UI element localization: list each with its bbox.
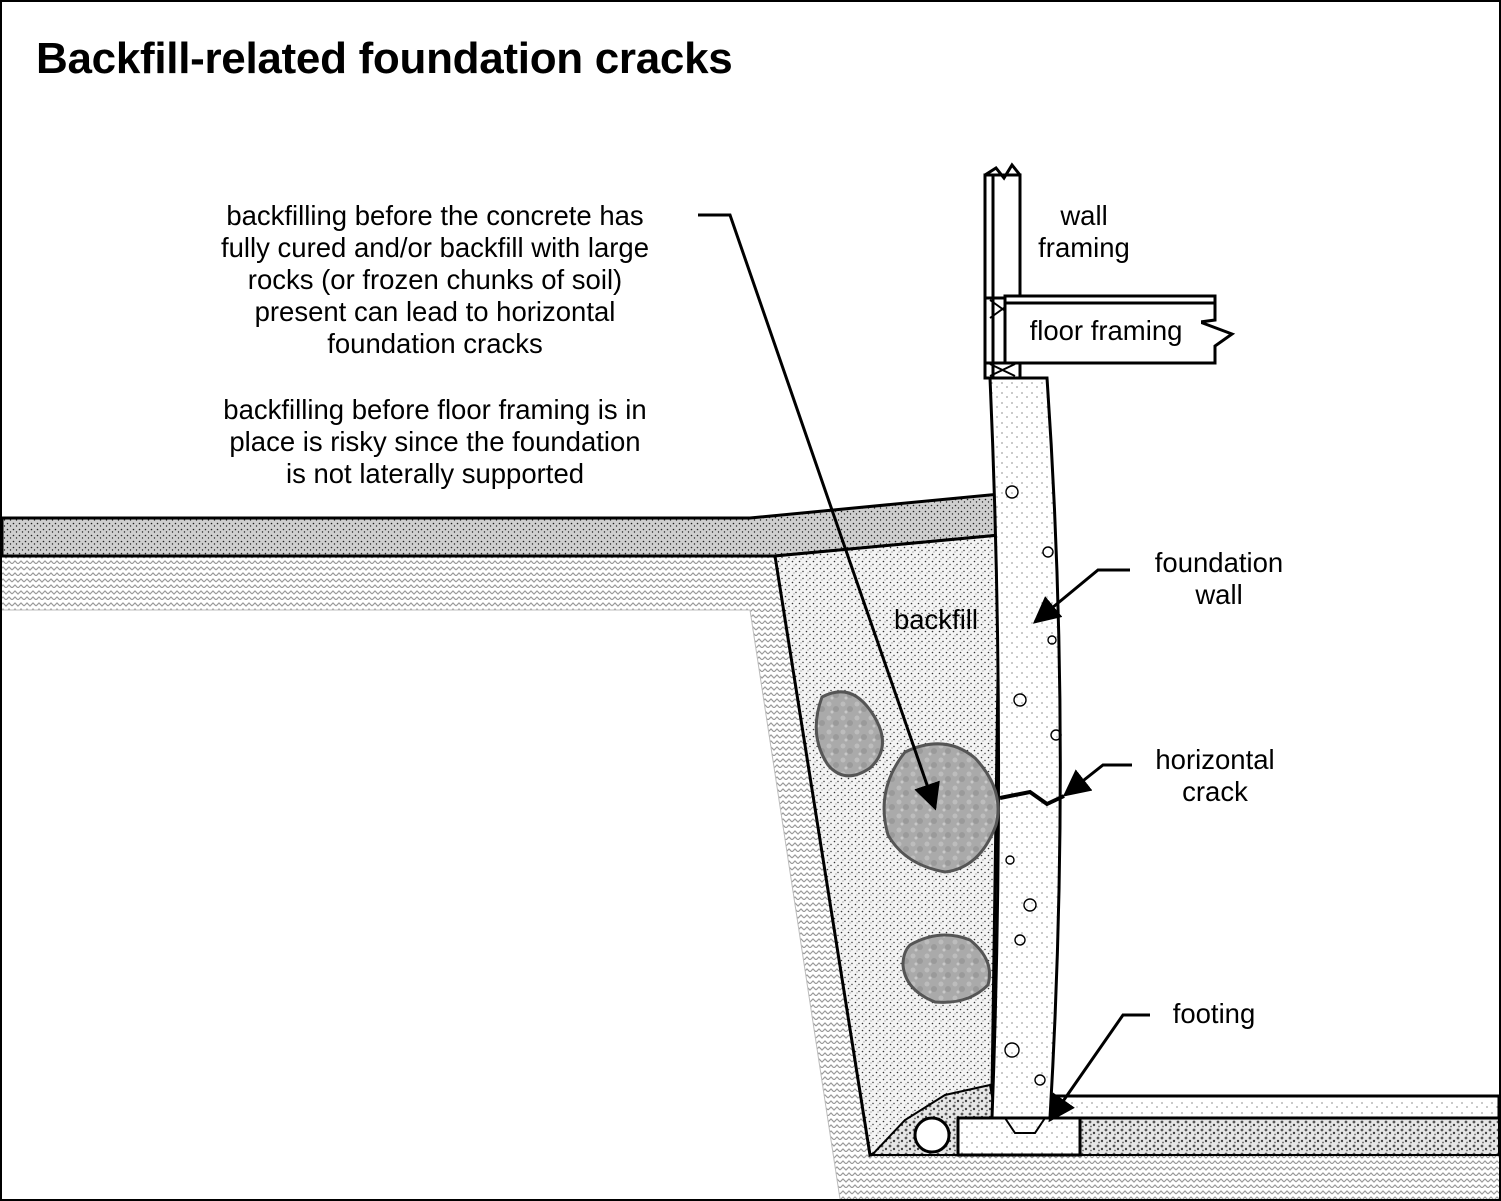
drain-pipe (913, 1116, 951, 1154)
risk-note: backfilling before the concrete has full… (135, 200, 735, 360)
grade-topsoil (0, 492, 1002, 558)
note-leader (698, 213, 940, 811)
risk-note-line: present can lead to horizontal (254, 296, 616, 327)
backfill-label: backfill (893, 604, 979, 635)
risk-note-line: foundation cracks (327, 328, 543, 359)
risk-note-line: fully cured and/or backfill with large (221, 232, 649, 263)
risk-note-line: backfilling before the concrete has (226, 200, 644, 231)
excavation-edge (2, 609, 841, 1200)
risk-note-line: rocks (or frozen chunks of soil) (247, 264, 623, 295)
basement-slab (1053, 1094, 1501, 1120)
floor-framing-label: floor framing (1011, 315, 1201, 347)
horizontal-crack-label: horizontal crack (1155, 744, 1275, 807)
excavation-interior (2, 610, 840, 1199)
footing (956, 1116, 1082, 1157)
wall-framing (983, 162, 1022, 380)
leader-lines (698, 213, 1150, 1123)
crack-leader (1062, 763, 1132, 797)
framing-note-line: is not laterally supported (285, 458, 585, 489)
foundation-wall (988, 376, 1062, 1120)
footing-leader (1048, 1013, 1150, 1123)
diagram-title: Backfill-related foundation cracks (36, 34, 733, 83)
rock-large (882, 742, 1000, 874)
crack-line (999, 789, 1065, 807)
rock-small-upper (814, 690, 884, 778)
wall-aggregate-texture (1004, 485, 1062, 1086)
framing-note-line: backfilling before floor framing is in (223, 394, 647, 425)
foundation-wall-label: foundation wall (1154, 547, 1284, 610)
foundation-wall-leader (1032, 568, 1130, 624)
framing-note: backfilling before floor framing is in p… (135, 394, 735, 490)
framing-note-line: place is risky since the foundation (229, 426, 641, 457)
wall-framing-label: wall framing (1038, 200, 1130, 263)
footing-key (1004, 1117, 1046, 1134)
footing-label: footing (1172, 998, 1256, 1029)
rock-small-lower (901, 933, 991, 1004)
gravel-bed (1079, 1117, 1500, 1156)
